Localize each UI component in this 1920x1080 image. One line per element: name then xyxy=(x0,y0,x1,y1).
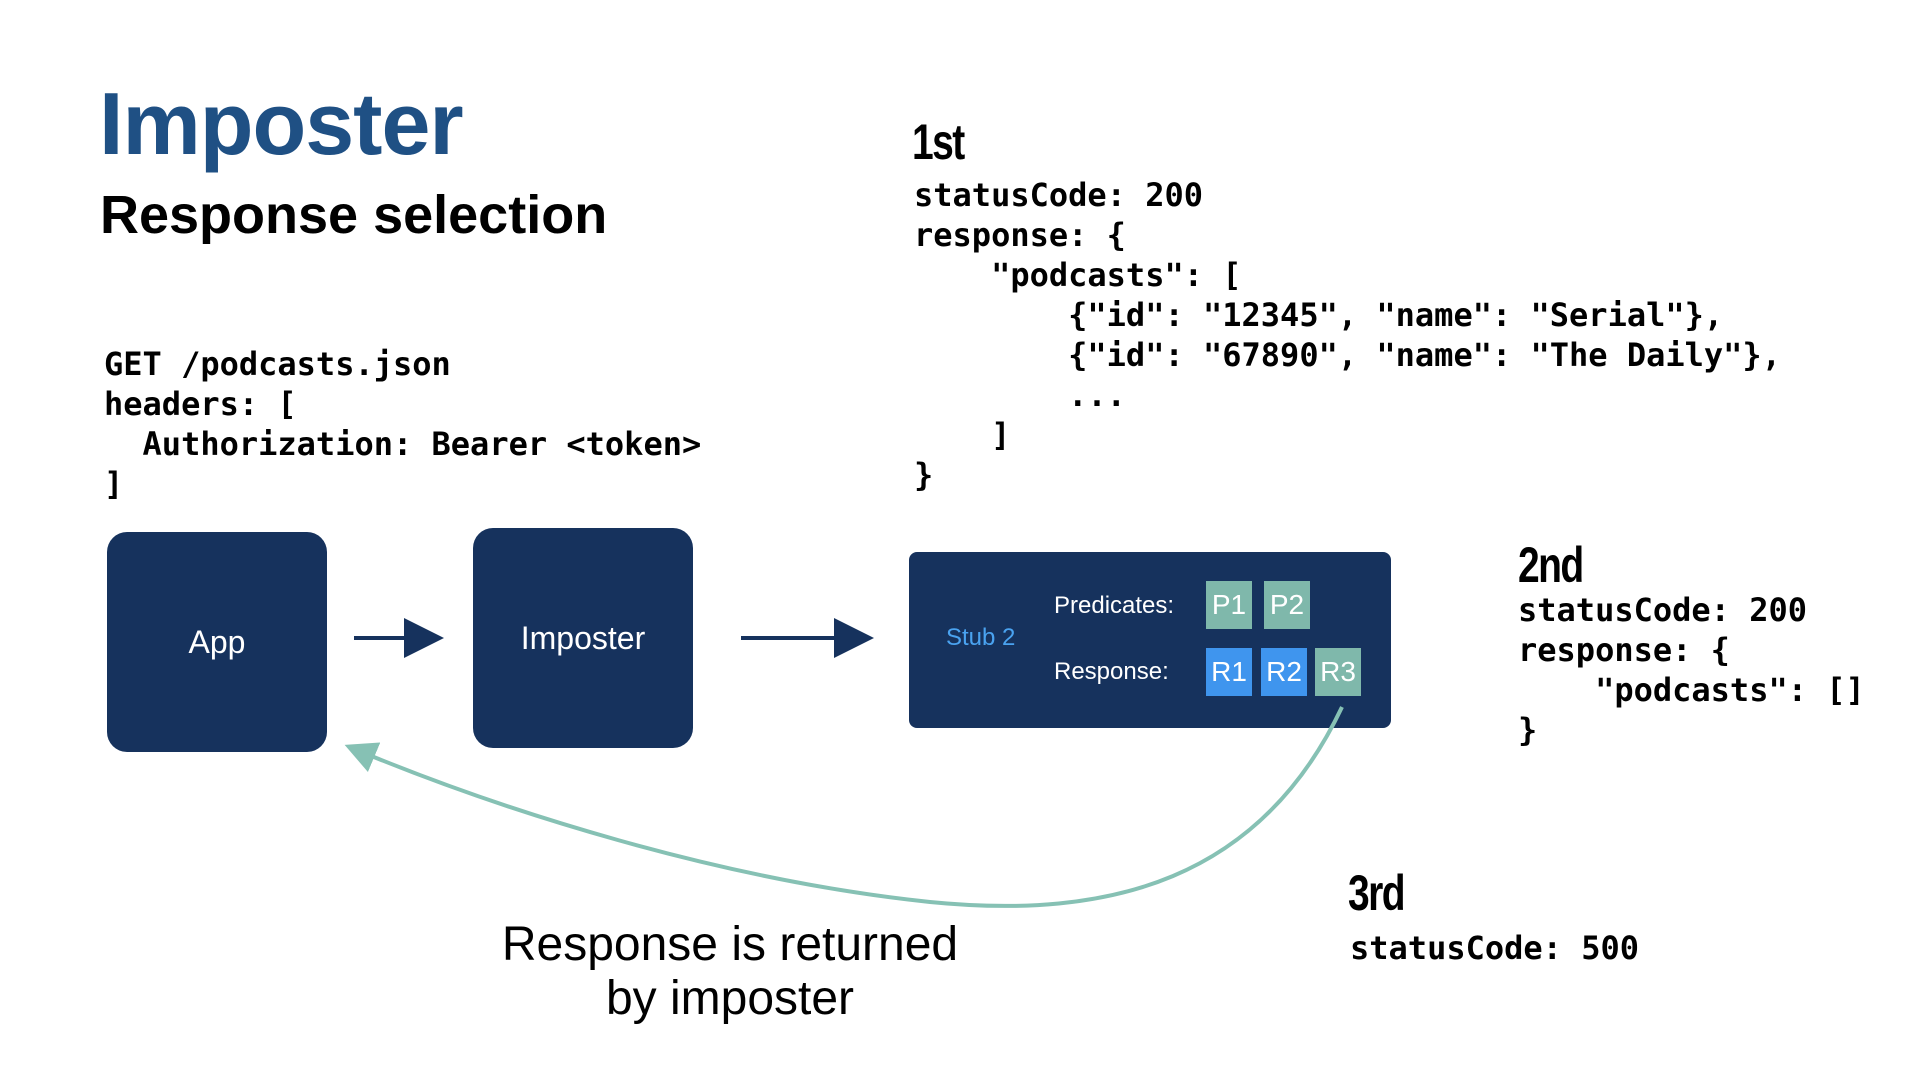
imposter-box: Imposter xyxy=(473,528,693,748)
code-line: {"id": "12345", "name": "Serial"}, xyxy=(914,296,1724,334)
response-label: Response: xyxy=(1054,658,1169,685)
imposter-box-label: Imposter xyxy=(520,619,646,656)
code-line: statusCode: 200 xyxy=(1518,591,1807,629)
code-line: {"id": "67890", "name": "The Daily"}, xyxy=(914,336,1781,374)
predicate-chip: P2 xyxy=(1264,581,1310,629)
code-line: response: { xyxy=(1518,631,1730,669)
second-response-label: 2nd xyxy=(1518,537,1584,593)
stub-name: Stub 2 xyxy=(946,624,1016,651)
code-line: } xyxy=(914,456,934,494)
response-chip: R2 xyxy=(1261,648,1307,696)
request-line: Authorization: Bearer <token> xyxy=(104,425,702,463)
code-line: ] xyxy=(914,416,1011,454)
request-line: GET /podcasts.json xyxy=(104,345,451,383)
app-box-label: App xyxy=(188,623,246,660)
stub-panel: Stub 2 Predicates: Response: P1 P2 R1 R2… xyxy=(909,552,1391,728)
app-box: App xyxy=(107,532,327,752)
response-chip-selected: R3 xyxy=(1315,648,1361,696)
response-return-arrow xyxy=(344,706,1344,908)
caption-line: by imposter xyxy=(605,972,855,1025)
request-line: headers: [ xyxy=(104,385,297,423)
request-line: ] xyxy=(104,465,124,503)
third-response-code: statusCode: 500 xyxy=(1350,928,1639,968)
first-response-code: statusCode: 200 response: { "podcasts": … xyxy=(914,175,1781,495)
code-line: } xyxy=(1518,711,1538,749)
predicate-chip: P1 xyxy=(1206,581,1252,629)
code-line: "podcasts": [ xyxy=(914,256,1242,294)
code-line: statusCode: 200 xyxy=(914,176,1203,214)
first-response-label: 1st xyxy=(912,114,965,170)
code-line: response: { xyxy=(914,216,1126,254)
third-response-label: 3rd xyxy=(1348,865,1406,921)
request-code-block: GET /podcasts.json headers: [ Authorizat… xyxy=(104,344,701,504)
predicates-label: Predicates: xyxy=(1054,592,1175,619)
code-line: ... xyxy=(914,376,1126,414)
response-chip: R1 xyxy=(1206,648,1252,696)
caption: Response is returned by imposter xyxy=(420,918,1040,1026)
code-line: statusCode: 500 xyxy=(1350,929,1639,967)
page-title: Imposter xyxy=(99,74,464,173)
code-line: "podcasts": [] xyxy=(1518,671,1865,709)
page-subtitle: Response selection xyxy=(100,185,608,245)
second-response-code: statusCode: 200 response: { "podcasts": … xyxy=(1518,590,1865,750)
caption-line: Response is returned xyxy=(501,918,959,971)
